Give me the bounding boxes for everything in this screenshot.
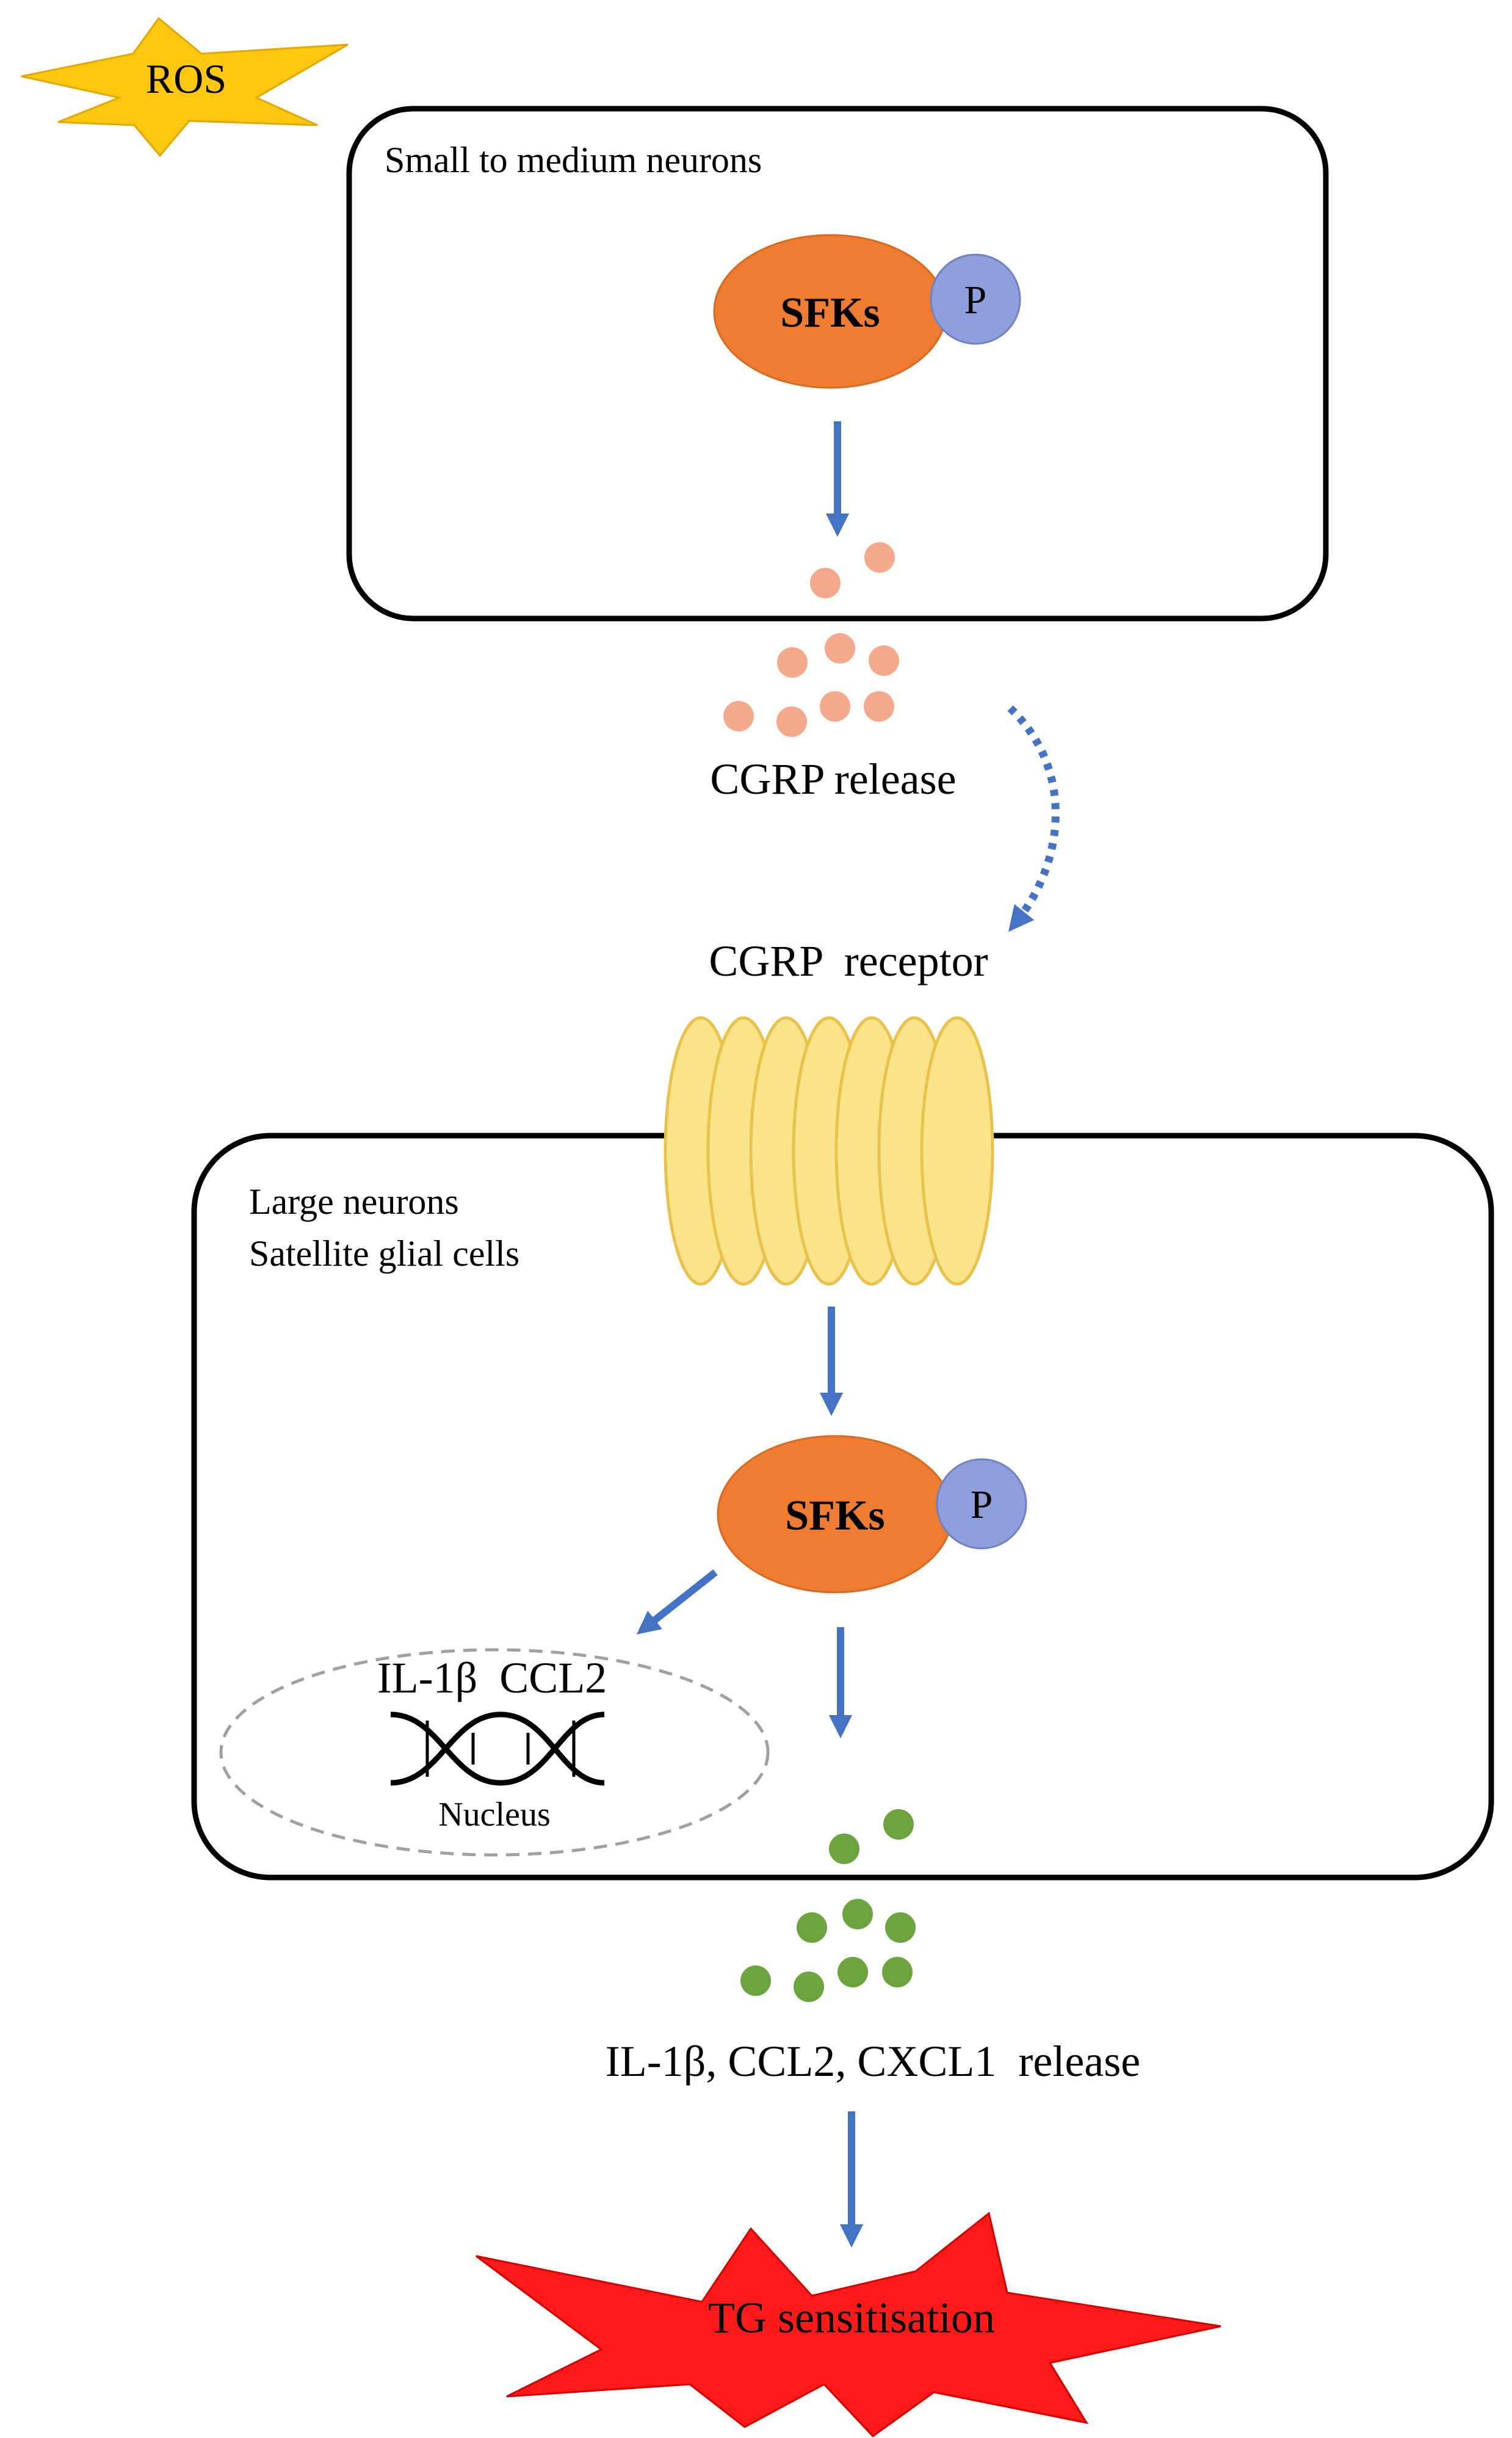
cgrp-vesicles-inside [810,542,895,598]
nucleus: IL-1β CCL2 Nucleus [219,1648,770,1857]
upper-cell: Small to medium neurons SFKs P [346,106,1329,622]
ros-burst: ROS [21,16,349,158]
dna-helix-icon [390,1711,605,1786]
cytokine-particle [740,1965,771,1996]
cgrp-particle [820,691,850,722]
sfk-to-nucleus-arrow [636,1569,718,1634]
cgrp-particle [864,691,894,722]
receptor-segment [920,1016,994,1286]
cytokine-particle [885,1912,916,1943]
upper-sfk-label: SFKs [780,289,880,336]
nucleus-envelope [219,1648,770,1857]
cgrp-particle [723,701,754,731]
ros-label: ROS [146,56,226,102]
lower-cell-label-line1: Large neurons [249,1181,459,1222]
cytokine-particle [882,1957,913,1987]
tg-sensitisation-label: TG sensitisation [708,2293,995,2342]
lower-phospho-label: P [971,1482,993,1527]
upper-cell-label: Small to medium neurons [385,140,762,180]
upper-sfk-complex: SFKs P [713,234,1021,389]
cgrp-particle [825,633,855,664]
cgrp-receptor [664,1016,994,1286]
cgrp-binding-arrow [1007,705,1060,932]
tg-sensitisation-burst: TG sensitisation [476,2211,1221,2437]
cgrp-particle [864,542,895,573]
cytokine-particle [829,1834,859,1864]
cytokine-particle [794,1972,824,2002]
lower-cell-label-line2: Satellite glial cells [249,1233,519,1274]
cgrp-released-particles [723,633,899,737]
cytokine-vesicles-inside [829,1809,914,1864]
cytokine-released-particles [740,1899,916,2002]
nucleus-label: Nucleus [438,1796,551,1834]
cytokine-particle [842,1899,873,1929]
lower-sfk-complex: SFKs P [717,1435,1027,1594]
cgrp-release-label: CGRP release [710,755,956,804]
lower-sfk-label: SFKs [785,1492,884,1539]
ros-star-shape [21,16,349,158]
nucleus-genes-label: IL-1β CCL2 [377,1653,607,1702]
cgrp-particle [869,645,899,676]
cytokine-particle [883,1809,914,1840]
cytokine-particle [837,1957,868,1987]
upper-phospho-group [930,253,1021,345]
tg-burst-shape [476,2211,1221,2437]
upper-phospho-label: P [964,278,987,322]
cgrp-particle [777,647,808,678]
upper-cell-membrane [346,106,1329,622]
cytokine-particle [797,1912,827,1943]
lower-phospho-group [936,1458,1027,1550]
cgrp-particle [776,706,807,737]
cgrp-receptor-label: CGRP receptor [709,937,988,985]
cytokine-release-label: IL-1β, CCL2, CXCL1 release [606,2037,1140,2086]
cgrp-particle [810,568,841,598]
